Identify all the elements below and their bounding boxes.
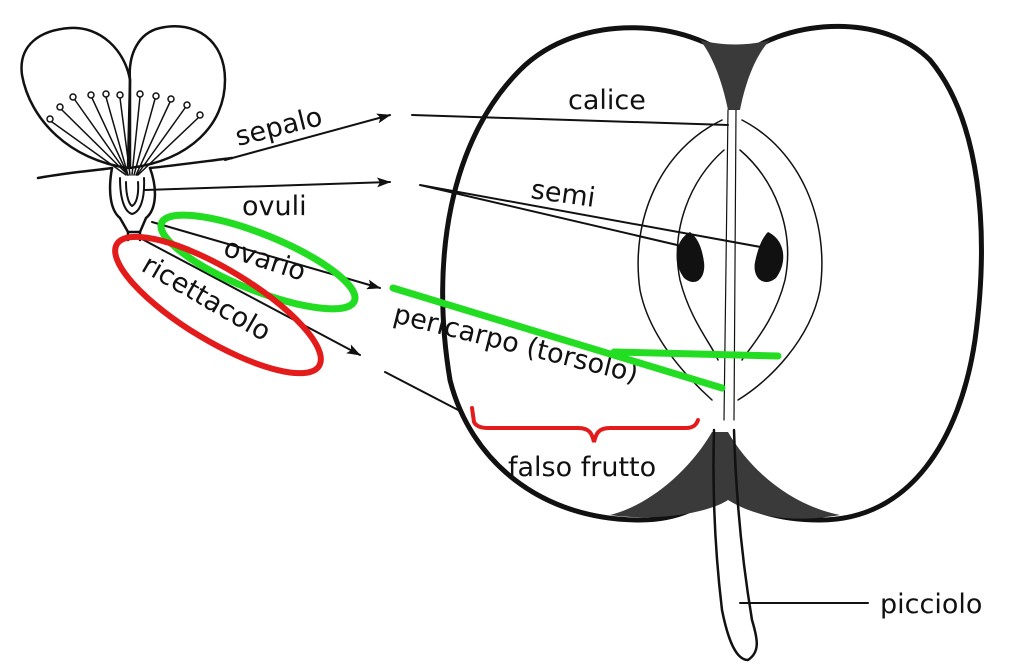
apple-seed-right [755,232,784,282]
red-brace-falso-frutto [472,408,698,442]
label-pericarpo: pericarpo (torsolo) [390,299,641,390]
flower-right-petal [130,26,225,168]
flower-illustration [22,26,232,240]
label-semi: semi [529,174,597,214]
label-falso-frutto: falso frutto [508,452,656,483]
label-ovuli: ovuli [242,191,307,222]
apple-seed-left [677,232,705,282]
leader-calice [412,115,728,125]
flower-receptacle [110,168,155,232]
flower-ovary [120,178,144,214]
apple-calyx-stipple [700,40,770,110]
apple-vascular-strands [724,110,736,420]
label-picciolo: picciolo [880,589,982,620]
arrow-ovuli [145,182,390,190]
flower-stamens [47,91,203,175]
label-calice: calice [568,85,646,116]
green-line-core [614,352,778,356]
